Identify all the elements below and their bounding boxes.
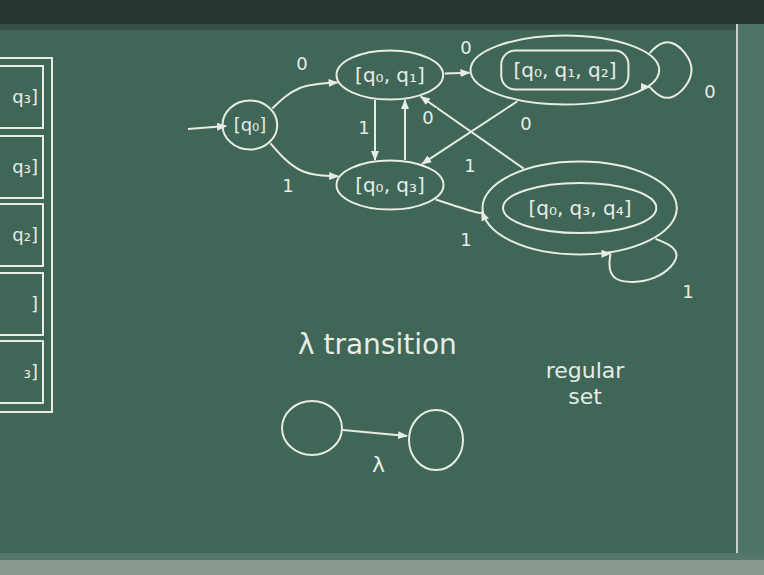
transition-symbol: 0 <box>293 54 310 74</box>
state-name: [q₀, q₃, q₄] <box>528 197 631 220</box>
transition-label: λ <box>372 452 385 478</box>
inner-outline <box>501 51 628 90</box>
board-frame-top <box>0 0 764 24</box>
transition-arrow <box>650 42 692 98</box>
state-circle: [q₀, q₁] <box>335 49 445 101</box>
table-outline <box>0 58 52 412</box>
transition-symbol: 0 <box>419 108 436 128</box>
transition-arrow <box>445 72 470 75</box>
state-circle: [q₀, q₃] <box>335 159 445 211</box>
final-state: [q₀, q₃, q₄] <box>481 160 678 256</box>
transition-arrow <box>272 83 337 109</box>
note-text: λ transition <box>298 328 457 362</box>
note-text: regular set <box>535 358 635 411</box>
state-name: [q₀, q₃] <box>355 174 425 197</box>
board-edge <box>736 24 738 553</box>
transition-arrow <box>436 200 482 214</box>
table-cell: ] <box>0 272 44 336</box>
transition-arrow <box>404 100 406 160</box>
table-cell: q₃] <box>0 65 44 129</box>
transition-symbol: 1 <box>461 156 478 176</box>
state-outline <box>337 161 444 210</box>
transition-symbol: 0 <box>517 114 534 134</box>
state-outline <box>337 51 444 100</box>
state-name: [q₀, q₁, q₂] <box>513 59 616 82</box>
state-name: ₃] <box>24 362 38 383</box>
transition-symbol: 0 <box>457 38 474 58</box>
state-name: q₃] <box>12 87 38 108</box>
state-circle <box>282 401 342 455</box>
lambda-arrow <box>343 430 407 436</box>
state-outline <box>483 162 677 255</box>
transition-arrow <box>609 239 676 282</box>
state-name: [q₀] <box>234 115 267 136</box>
transition-arrow <box>374 100 376 160</box>
state-name: q₃] <box>12 157 38 178</box>
start-arrow <box>188 126 226 129</box>
board-side <box>738 24 764 553</box>
table-cell: q₃] <box>0 135 44 199</box>
state-outline <box>223 101 278 150</box>
state-outline <box>471 36 660 105</box>
transition-symbol: 1 <box>457 230 474 250</box>
transition-symbol: 1 <box>679 282 696 302</box>
state-circle <box>409 410 463 470</box>
transition-arrow <box>270 143 338 176</box>
transition-symbol: 1 <box>279 176 296 196</box>
transition-symbol: 1 <box>355 118 372 138</box>
state-circle: [q₀] <box>221 99 279 151</box>
board-frame-bottom <box>0 553 764 560</box>
state-name: q₂] <box>12 225 38 246</box>
transition-symbol: 0 <box>701 82 718 102</box>
table-cell: q₂] <box>0 203 44 267</box>
chalk-tray <box>0 560 764 575</box>
final-state: [q₀, q₁, q₂] <box>469 34 661 106</box>
inner-outline <box>503 183 656 233</box>
board-frame-shadow <box>0 24 764 30</box>
table-cell: ₃] <box>0 340 44 404</box>
state-name: ] <box>31 294 38 315</box>
state-name: [q₀, q₁] <box>355 64 425 87</box>
